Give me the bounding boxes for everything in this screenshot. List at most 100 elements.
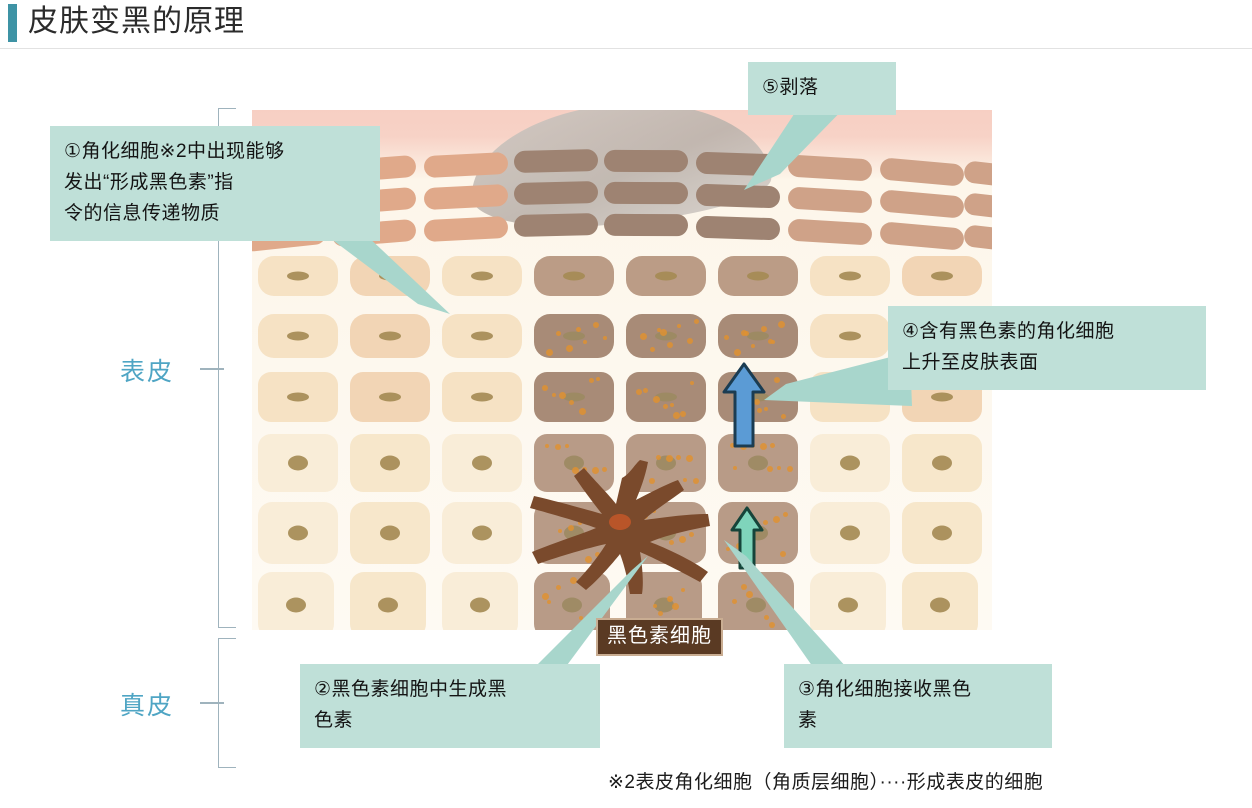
keratinocyte-cell: [258, 572, 334, 630]
melanin-granule: [558, 529, 562, 533]
melanin-granule: [545, 444, 549, 448]
keratinocyte-with-melanin: [718, 434, 798, 492]
melanin-granule: [774, 377, 780, 383]
corneocyte-cell: [879, 221, 965, 251]
cell-nucleus: [655, 331, 677, 341]
footnote-text: ※2表皮角化细胞（角质层细胞）····形成表皮的细胞: [608, 772, 1044, 793]
callout-3-box[interactable]: ③角化细胞接收黑色 素: [784, 664, 1052, 748]
melanin-granule: [542, 385, 548, 391]
keratinocyte-cell: [258, 372, 338, 422]
corneocyte-cell: [879, 189, 965, 219]
corneocyte-cell: [513, 213, 599, 237]
melanin-granule: [546, 349, 553, 356]
keratinocyte-cell: [350, 314, 430, 358]
keratinocyte-cell: [902, 256, 982, 296]
melanocyte-cell: [502, 460, 742, 595]
melanin-granule: [757, 408, 762, 413]
melanin-granule: [656, 455, 661, 460]
melanin-granule: [677, 324, 681, 328]
melanin-granule: [783, 512, 788, 517]
melanin-granule: [673, 412, 680, 419]
cell-nucleus: [839, 271, 861, 281]
keratinocyte-with-melanin: [534, 314, 614, 358]
cell-nucleus: [286, 597, 306, 613]
melanin-granule: [589, 378, 594, 383]
keratinocyte-cell: [258, 434, 338, 492]
melanin-granule: [542, 593, 549, 600]
header-divider: [0, 48, 1252, 49]
cell-nucleus: [470, 597, 490, 613]
melanocyte-label-tag: 黑色素细胞: [596, 618, 723, 656]
melanin-granule: [760, 443, 767, 450]
callout-5-box[interactable]: ⑤剥落: [748, 62, 896, 115]
corneocyte-cell: [787, 218, 873, 246]
melanin-granule: [679, 536, 686, 543]
melanin-granule: [681, 588, 685, 592]
melanin-granule: [658, 611, 663, 616]
layer-label-epidermis: 表皮: [120, 358, 175, 386]
cell-nucleus: [288, 455, 308, 471]
cell-nucleus: [931, 392, 953, 402]
keratinocyte-cell: [810, 314, 890, 358]
melanin-granule: [667, 596, 673, 602]
melanin-granule: [754, 399, 760, 405]
cell-nucleus: [287, 392, 309, 402]
cell-nucleus: [839, 331, 861, 341]
corneocyte-cell: [603, 149, 689, 173]
melanin-granule: [636, 389, 642, 395]
melanin-granule: [763, 520, 768, 525]
melanin-granule: [556, 331, 561, 336]
melanin-granule: [732, 599, 737, 604]
melanin-granule: [667, 342, 673, 348]
keratinocyte-cell: [350, 572, 426, 630]
callout-2-pointer: [520, 556, 650, 682]
keratinocyte-cell: [534, 256, 614, 296]
keratinocyte-cell: [442, 314, 522, 358]
melanin-granule: [773, 516, 780, 523]
callout-2-box[interactable]: ②黑色素细胞中生成黑 色素: [300, 664, 600, 748]
melanin-granule: [602, 467, 607, 472]
melanin-granule: [770, 443, 775, 448]
cell-nucleus: [563, 331, 585, 341]
melanin-granule: [653, 604, 657, 608]
keratinocyte-cell: [258, 256, 338, 296]
cell-nucleus: [379, 331, 401, 341]
callout-4-pointer: [762, 348, 912, 422]
melanin-granule: [670, 403, 674, 407]
cell-nucleus: [748, 455, 768, 471]
melanin-granule: [552, 393, 556, 397]
keratinocyte-cell: [902, 572, 978, 630]
melanin-granule: [595, 552, 600, 557]
cell-nucleus: [563, 271, 585, 281]
melanin-granule: [579, 616, 583, 620]
melanin-granule: [672, 603, 679, 610]
melanin-granule: [643, 388, 648, 393]
melanin-granule: [761, 326, 767, 332]
melanin-granule: [676, 455, 681, 460]
melanin-granule: [565, 444, 569, 448]
keratinocyte-with-melanin: [626, 314, 706, 358]
melanin-granule: [572, 467, 579, 474]
melanin-granule: [592, 467, 599, 474]
keratinocyte-cell: [810, 256, 890, 296]
melanin-granule: [683, 478, 687, 482]
cell-nucleus: [931, 271, 953, 281]
cell-nucleus: [838, 597, 858, 613]
melanin-granule: [693, 478, 699, 484]
keratinocyte-cell: [442, 502, 522, 564]
corneocyte-cell: [963, 160, 992, 192]
melanin-granule: [741, 584, 747, 590]
callout-4-box[interactable]: ④含有黑色素的角化细胞 上升至皮肤表面: [888, 306, 1206, 390]
cell-nucleus: [655, 271, 677, 281]
keratinocyte-cell: [718, 256, 798, 296]
melanin-granule: [768, 339, 773, 344]
cell-nucleus: [930, 597, 950, 613]
corneocyte-cell: [695, 215, 781, 241]
melanin-granule: [559, 392, 566, 399]
callout-1-box[interactable]: ①角化细胞※2中出现能够 发出“形成黑色素”指 令的信息传递物质: [50, 126, 380, 241]
melanin-granule: [657, 328, 661, 332]
melanin-granule: [640, 333, 647, 340]
cell-nucleus: [747, 271, 769, 281]
melanin-granule: [730, 443, 735, 448]
